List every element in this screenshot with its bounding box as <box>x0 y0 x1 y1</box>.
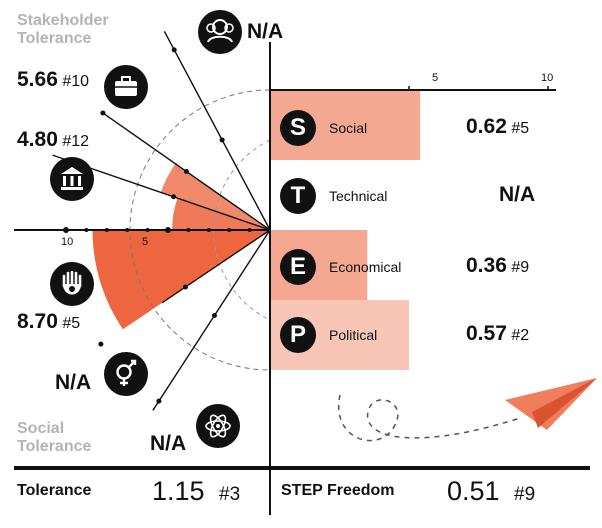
axis-tick-dot <box>84 228 89 232</box>
economical-value-line: 0.36 #9 <box>466 254 529 278</box>
axis-tick-dot <box>165 227 171 233</box>
axis-tick-dot <box>145 228 150 232</box>
inclusion-value: N/A <box>247 20 284 43</box>
radial-tick-dot <box>182 284 188 290</box>
header-line: Tolerance <box>17 30 92 47</box>
social-label: Social <box>329 120 368 136</box>
radial-tick-dot <box>171 194 177 200</box>
tick-label-5: 5 <box>142 236 149 248</box>
political-value-line: 0.57 #2 <box>466 322 529 346</box>
technical-value: N/A <box>499 183 536 206</box>
radial-tick-dot <box>219 137 225 143</box>
tolerance-label: Tolerance <box>17 482 92 499</box>
radial-axis-line <box>161 229 271 304</box>
technical-letter-icon: T <box>280 178 316 214</box>
economical-rank: #9 <box>511 259 530 276</box>
axis-tick-dot <box>206 228 211 232</box>
axis-tick-dot <box>247 228 252 232</box>
business-rank: #10 <box>62 73 90 90</box>
business-value-line: 5.66 #10 <box>17 68 89 92</box>
main-axes <box>269 42 556 515</box>
step-row-economical: E Economical 0.36 #9 <box>280 249 580 285</box>
gender-value: N/A <box>55 371 92 394</box>
economical-letter-icon: E <box>280 249 316 285</box>
step-row-social: S Social 0.62 #5 <box>280 110 580 146</box>
political-rank: #2 <box>511 327 530 344</box>
plane-fold <box>532 378 597 428</box>
step-row-political: P Political 0.57 #2 <box>280 317 580 353</box>
government-building-icon <box>50 157 94 201</box>
economical-value: 0.36 <box>466 254 507 277</box>
political-value: 0.57 <box>466 322 507 345</box>
economical-label: Economical <box>329 259 402 275</box>
political-label: Political <box>329 327 378 343</box>
religion-value-line: 8.70 #5 <box>17 310 80 334</box>
science-value: N/A <box>150 432 187 455</box>
radial-tick-dot <box>100 110 106 116</box>
radial-tick-dot <box>156 398 162 404</box>
government-rank: #12 <box>62 133 90 150</box>
step-freedom-label: STEP Freedom <box>281 482 395 499</box>
wedge-religion <box>92 230 271 330</box>
radial-axes <box>14 31 271 411</box>
radial-tick-dot <box>171 47 177 53</box>
social-rank: #5 <box>511 120 530 137</box>
tolerance-value: 1.15 <box>152 476 205 506</box>
axis-tick-dot <box>186 228 191 232</box>
header-line: Tolerance <box>17 438 92 455</box>
religion-value: 8.70 <box>17 310 58 333</box>
atom-icon <box>196 404 240 448</box>
radial-tick-dot <box>98 341 104 347</box>
tick-label-10: 10 <box>61 236 74 248</box>
social-value-line: 0.62 #5 <box>466 115 529 139</box>
social-value: 0.62 <box>466 115 507 138</box>
step-freedom-total: 0.51 #9 <box>447 476 535 507</box>
radial-axis-line <box>163 31 271 231</box>
gender-icon <box>104 352 148 396</box>
hamsa-hand-icon <box>50 262 94 306</box>
tolerance-total: 1.15 #3 <box>152 476 240 507</box>
plane-trail <box>337 394 521 442</box>
government-value: 4.80 <box>17 128 58 151</box>
people-icon <box>198 10 242 54</box>
step-freedom-rank: #9 <box>514 484 536 505</box>
religion-rank: #5 <box>62 315 81 332</box>
government-value-line: 4.80 #12 <box>17 128 89 152</box>
technical-label: Technical <box>329 188 388 204</box>
footer-divider <box>14 466 590 470</box>
axis-tick-dot <box>63 227 69 233</box>
radial-tick-dot <box>183 168 189 174</box>
header-line: Stakeholder <box>17 12 109 29</box>
tick-label-10-right: 10 <box>541 72 554 84</box>
briefcase-icon <box>104 65 148 109</box>
step-row-technical: T Technical N/A <box>280 178 580 214</box>
header-line: Social <box>17 420 65 437</box>
radial-axis-line <box>152 229 271 411</box>
axis-tick-dot <box>104 228 109 232</box>
axis-tick-dot <box>125 228 130 232</box>
paper-plane-decoration <box>337 378 597 442</box>
tolerance-rank: #3 <box>219 484 241 505</box>
business-value: 5.66 <box>17 68 58 91</box>
social-tolerance-header: Social Tolerance <box>17 420 91 456</box>
political-letter-icon: P <box>280 317 316 353</box>
axis-tick-dot <box>227 228 232 232</box>
wedge-business <box>160 163 270 230</box>
social-letter-icon: S <box>280 110 316 146</box>
stakeholder-tolerance-header: Stakeholder Tolerance <box>17 12 109 48</box>
tolerance-wedges <box>92 163 271 330</box>
tick-label-5-right: 5 <box>432 72 439 84</box>
radial-tick-dot <box>211 313 217 319</box>
step-freedom-value: 0.51 <box>447 476 500 506</box>
